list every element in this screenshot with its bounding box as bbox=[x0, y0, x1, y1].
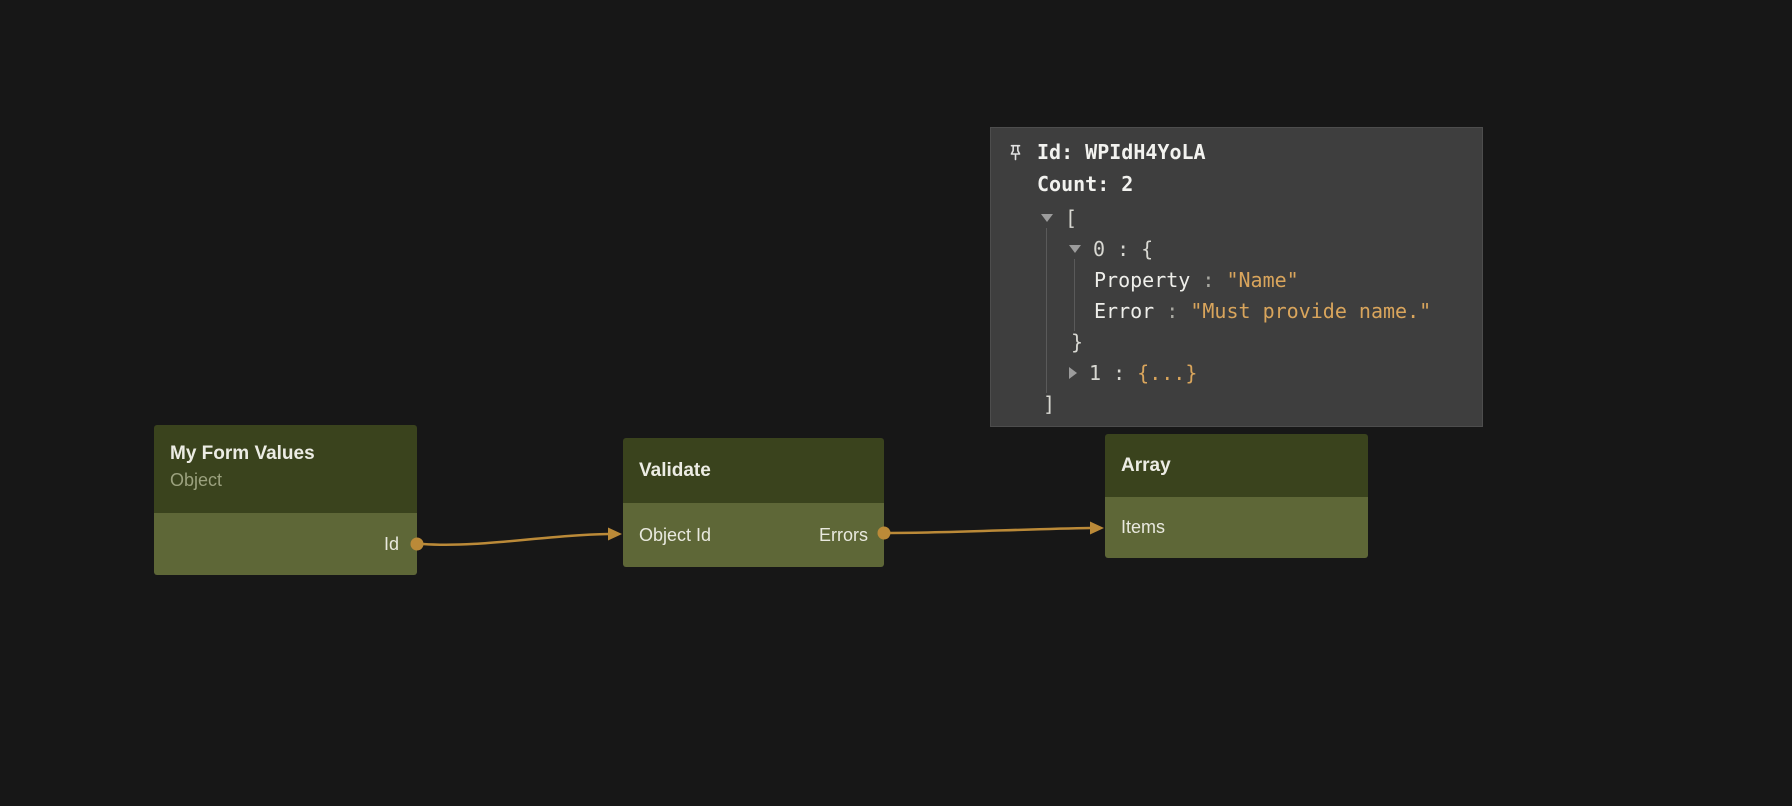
tree-row-array-close: ] bbox=[1043, 391, 1056, 416]
wire-errors-to-items[interactable] bbox=[889, 526, 1092, 535]
input-port-label-items: Items bbox=[1121, 517, 1166, 537]
node-body: Id bbox=[154, 513, 417, 575]
tree-row-array-open: [ bbox=[991, 202, 1482, 233]
tree-row-item0-close: } bbox=[1071, 329, 1084, 354]
json-tree: [ 0 : { Property : "Name" Error : "Must … bbox=[991, 202, 1482, 419]
tree-row-error: Error : "Must provide name." bbox=[1094, 298, 1432, 323]
pinned-value-panel[interactable]: Id: WPIdH4YoLA Count: 2 [ 0 : { Property… bbox=[990, 127, 1483, 427]
panel-id-text: Id: WPIdH4YoLA bbox=[1037, 140, 1206, 164]
expand-icon[interactable] bbox=[1069, 366, 1077, 379]
wire-id-to-objectid[interactable] bbox=[422, 532, 610, 547]
pin-icon[interactable] bbox=[1007, 144, 1024, 161]
tree-row-item0-open: 0 : { bbox=[991, 233, 1482, 264]
node-array[interactable]: Array Items bbox=[1105, 434, 1368, 558]
panel-header: Id: WPIdH4YoLA bbox=[991, 136, 1482, 168]
arrowhead-icon bbox=[608, 527, 622, 541]
collapse-icon[interactable] bbox=[1041, 213, 1053, 222]
panel-count-text: Count: 2 bbox=[1037, 172, 1134, 196]
output-port-label-errors: Errors bbox=[819, 524, 868, 545]
arrowhead-icon bbox=[1090, 521, 1104, 535]
output-port-label-id: Id bbox=[383, 533, 399, 554]
node-title: My Form Values bbox=[170, 443, 315, 464]
tree-row-item1-collapsed: 1 : {...} bbox=[991, 357, 1482, 388]
node-body: Object Id Errors bbox=[623, 503, 884, 567]
node-header: Validate bbox=[623, 438, 884, 503]
input-port-label-object-id: Object Id bbox=[639, 524, 712, 545]
tree-indent-guide bbox=[1074, 259, 1075, 331]
node-body: Items bbox=[1105, 497, 1368, 558]
node-subtitle: Object bbox=[170, 470, 223, 490]
node-validate[interactable]: Validate Object Id Errors bbox=[623, 438, 884, 567]
node-header: Array bbox=[1105, 434, 1368, 497]
node-header: My Form Values Object bbox=[154, 425, 417, 513]
tree-indent-guide bbox=[1046, 228, 1047, 393]
collapse-icon[interactable] bbox=[1069, 244, 1081, 253]
node-title: Array bbox=[1121, 455, 1171, 476]
tree-row-property: Property : "Name" bbox=[1094, 267, 1299, 292]
node-my-form-values[interactable]: My Form Values Object Id bbox=[154, 425, 417, 575]
node-title: Validate bbox=[639, 460, 711, 481]
